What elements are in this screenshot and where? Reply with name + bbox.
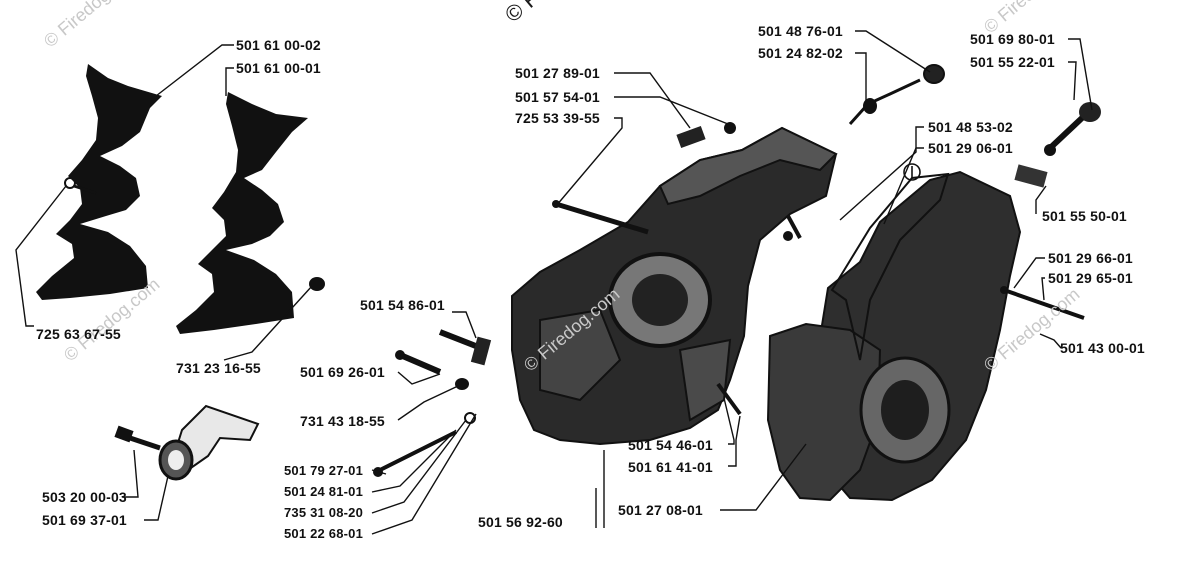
part-label-501-27-89-01: 501 27 89-01 [515,65,600,81]
part-label-501-54-86-01: 501 54 86-01 [360,297,445,313]
part-label-501-48-53-02: 501 48 53-02 [928,119,1013,135]
part-label-501-55-50-01: 501 55 50-01 [1042,208,1127,224]
gasket-outline [830,172,950,361]
part-label-501-61-00-01: 501 61 00-01 [236,60,321,76]
crankcase-top-rail [658,126,838,206]
part-label-501-29-06-01: 501 29 06-01 [928,140,1013,156]
part-label-501-79-27-01: 501 79 27-01 [284,463,364,478]
part-label-501-29-65-01: 501 29 65-01 [1048,270,1133,286]
screw-501-54-46-01 [716,382,742,416]
spring-501-48-76-01 [848,64,945,126]
valve-501-69-80-01 [1014,102,1101,188]
circled-marker-icon [903,163,921,181]
part-label-735-31-08-20: 735 31 08-20 [284,505,364,520]
part-label-731-23-16-55: 731 23 16-55 [176,360,261,376]
part-label-725-63-67-55: 725 63 67-55 [36,326,121,342]
part-label-501-22-68-01: 501 22 68-01 [284,526,364,541]
part-label-503-20-00-03: 503 20 00-03 [42,489,127,505]
part-label-501-24-82-02: 501 24 82-02 [758,45,843,61]
part-label-501-24-81-01: 501 24 81-01 [284,484,364,499]
part-label-501-43-00-01: 501 43 00-01 [1060,340,1145,356]
part-label-501-61-00-02: 501 61 00-02 [236,37,321,53]
part-label-501-55-22-01: 501 55 22-01 [970,54,1055,70]
part-label-501-69-26-01: 501 69 26-01 [300,364,385,380]
part-label-501-57-54-01: 501 57 54-01 [515,89,600,105]
screw-501-79-27-01 [373,430,457,477]
crankcase-rib-2 [678,338,732,422]
part-label-501-61-41-01: 501 61 41-01 [628,459,713,475]
handle-bolt [114,425,161,451]
stud-501-69-26-01 [395,350,442,375]
part-label-731-43-18-55: 731 43 18-55 [300,413,385,429]
nut-731-43-18-55 [455,378,469,390]
stud-501-54-86-01 [438,329,492,366]
part-label-501-54-46-01: 501 54 46-01 [628,437,713,453]
bucking-spike-lower [176,92,308,334]
part-label-725-53-39-55: 725 53 39-55 [515,110,600,126]
crankcase-bearing-center [632,274,688,326]
leader-lines [15,30,1093,535]
crankcase-right-bore-center [881,380,929,440]
screw-501-24-82-02 [783,215,802,241]
part-label-501-69-37-01: 501 69 37-01 [42,512,127,528]
bolt-501-29-66-01 [1000,286,1085,320]
handle-bushing-hole [168,450,184,470]
crankcase-rib [539,308,622,402]
part-label-501-29-66-01: 501 29 66-01 [1048,250,1133,266]
bucking-spike-upper [36,64,162,300]
part-label-501-69-80-01: 501 69 80-01 [970,31,1055,47]
clamp-501-27-89-01 [676,122,736,149]
crankcase-right-front [766,322,882,502]
part-label-501-48-76-01: 501 48 76-01 [758,23,843,39]
spike-screw [64,177,97,195]
part-label-501-27-08-01: 501 27 08-01 [618,502,703,518]
part-label-501-56-92-60: 501 56 92-60 [478,514,563,530]
bolt-725-53-39-55 [552,200,649,235]
spike-nut [309,277,325,291]
